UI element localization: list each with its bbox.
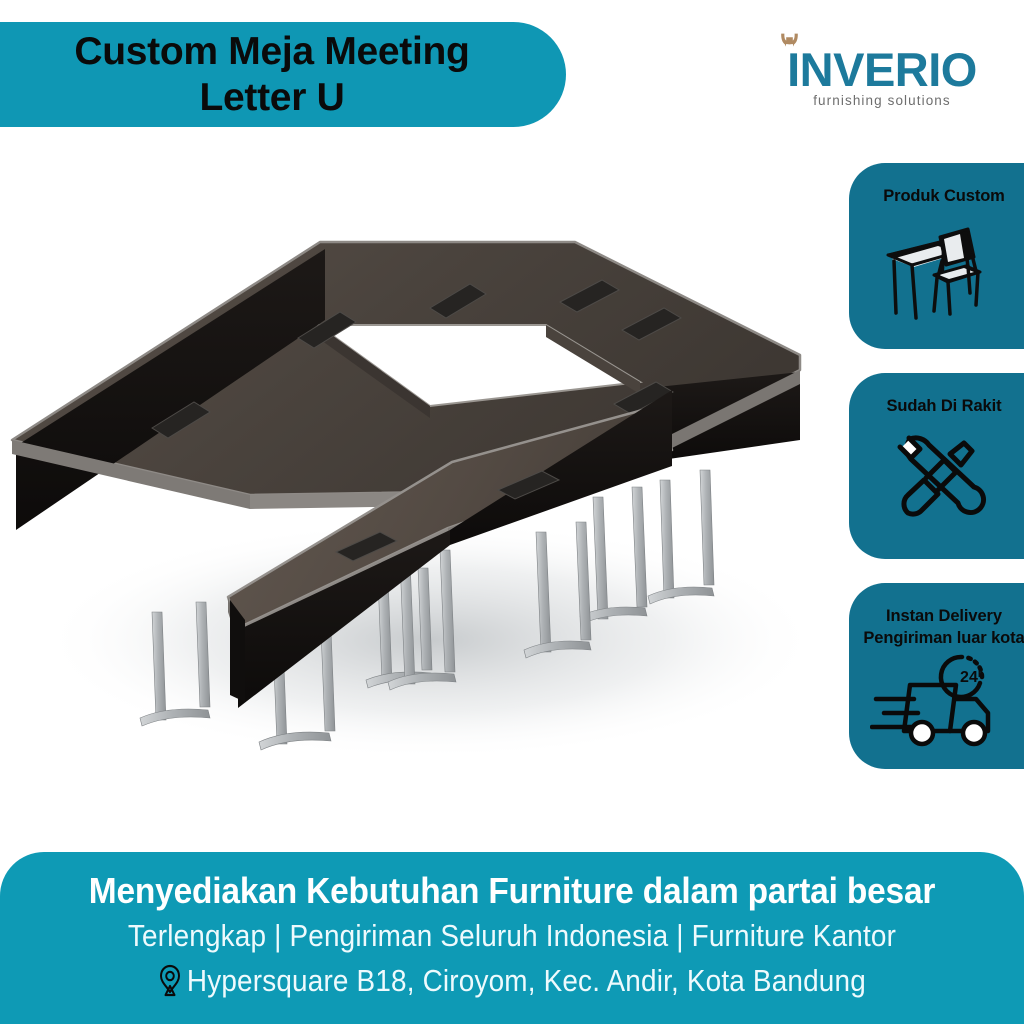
- product-image: [0, 150, 850, 850]
- feature-badge-sudah-di-rakit: Sudah Di Rakit: [849, 373, 1024, 559]
- sofa-icon: [781, 33, 798, 47]
- footer-services: Terlengkap | Pengiriman Seluruh Indonesi…: [127, 918, 897, 953]
- footer-headline: Menyediakan Kebutuhan Furniture dalam pa…: [88, 870, 936, 911]
- title-line-1: Custom Meja Meeting: [74, 29, 470, 73]
- modesty-panel-front-left: [238, 530, 450, 708]
- logo-wordmark: INVERIO: [772, 33, 992, 96]
- brand-logo: INVERIO furnishing solutions: [772, 33, 992, 108]
- footer-address-row: Hypersquare B18, Ciroyom, Kec. Andir, Ko…: [51, 959, 973, 1003]
- title-line-2: Letter U: [199, 75, 345, 119]
- modesty-panel-front-right: [450, 390, 672, 545]
- u-shape-meeting-table-illustration: [10, 240, 820, 760]
- wrench-screwdriver-icon: [897, 435, 987, 517]
- logo-tagline: furnishing solutions: [813, 93, 951, 108]
- title-banner: Custom Meja Meeting Letter U: [0, 22, 566, 127]
- footer-banner: Menyediakan Kebutuhan Furniture dalam pa…: [0, 852, 1024, 1024]
- badge-2-icon-wrap: [849, 425, 1024, 525]
- badge-3-icon-wrap: 24h: [849, 653, 1024, 753]
- footer-address-text: Hypersquare B18, Ciroyom, Kec. Andir, Ko…: [186, 963, 866, 998]
- badge-2-title: Sudah Di Rakit: [886, 397, 1002, 415]
- location-pin-icon: [159, 964, 180, 997]
- cable-grommets-back: [151, 279, 683, 439]
- logo-text: INVERIO: [787, 43, 977, 96]
- feature-badge-instan-delivery: Instan Delivery Pengiriman luar kota: [849, 583, 1024, 769]
- school-desk-chair-icon: [886, 227, 982, 320]
- table-legs-front: [258, 521, 592, 751]
- cable-grommets-front: [334, 470, 561, 562]
- feature-badge-produk-custom: Produk Custom: [849, 163, 1024, 349]
- badge-3-title-line-1: Instan Delivery: [886, 607, 1002, 625]
- table-legs-back: [139, 469, 715, 727]
- badge-3-title-line-2: Pengiriman luar kota: [863, 629, 1024, 647]
- badge-24h-text: 24h: [960, 669, 984, 686]
- badge-1-title: Produk Custom: [883, 187, 1005, 205]
- fast-delivery-truck-icon: 24h: [870, 654, 991, 747]
- badge-1-icon-wrap: [849, 215, 1024, 323]
